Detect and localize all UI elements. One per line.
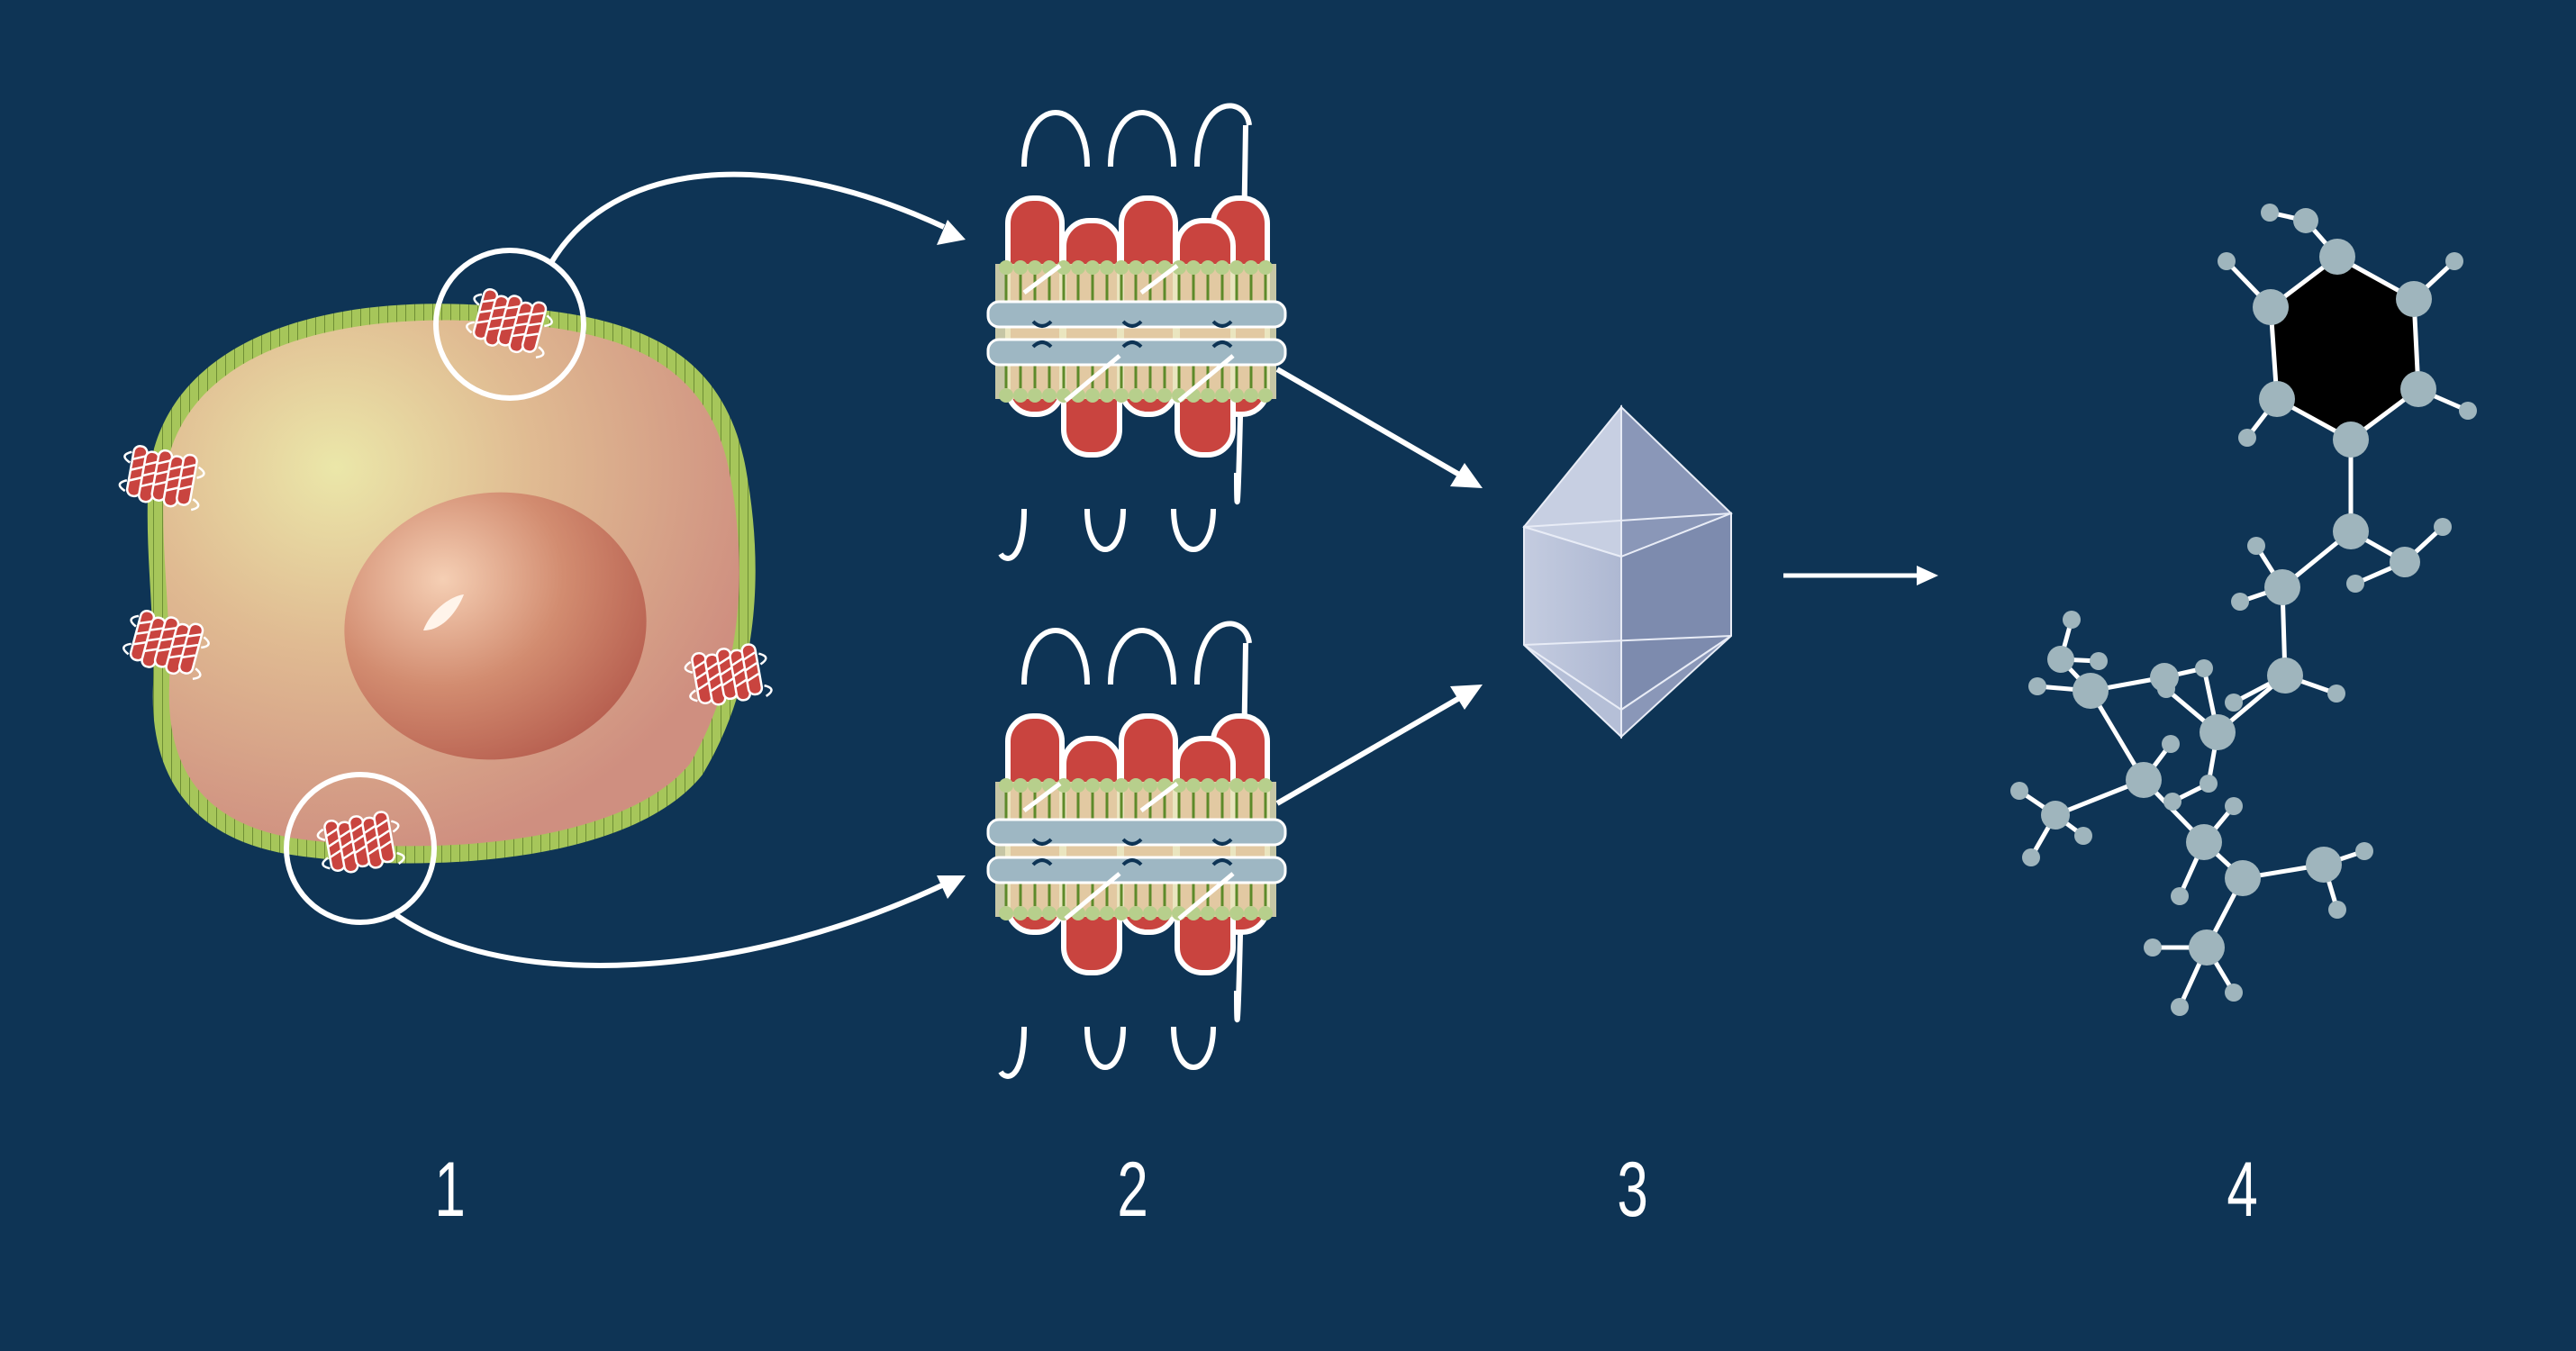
crystal bbox=[1522, 404, 1733, 739]
arrowhead-to-molecule bbox=[1917, 566, 1938, 585]
arrows-step1-to-step2 bbox=[395, 171, 946, 968]
arrowheads-step1 bbox=[937, 220, 966, 899]
arrow-step3-to-step4 bbox=[1783, 566, 1938, 585]
step-label-3: 3 bbox=[1617, 1147, 1649, 1233]
arrowhead-upper-to-crystal bbox=[1450, 463, 1483, 488]
nanodisc-upper bbox=[988, 105, 1285, 558]
receptor-highlight-bottom bbox=[284, 772, 437, 925]
arrow-to-lower-disc bbox=[395, 882, 946, 968]
nucleus bbox=[344, 492, 647, 760]
receptor-highlight-top bbox=[433, 248, 586, 401]
cell bbox=[116, 248, 774, 925]
arrowhead-lower bbox=[937, 875, 966, 899]
molecule bbox=[2010, 204, 2477, 1016]
step-label-4: 4 bbox=[2227, 1147, 2259, 1233]
arrowhead-upper bbox=[937, 220, 966, 245]
nucleus-highlight bbox=[423, 594, 464, 630]
arrow-to-upper-disc bbox=[549, 171, 946, 263]
step-label-2: 2 bbox=[1117, 1147, 1149, 1233]
arrowhead-lower-to-crystal bbox=[1450, 685, 1483, 710]
nanodisc-lower bbox=[988, 623, 1285, 1075]
arrow-lower-to-crystal bbox=[1275, 694, 1463, 806]
molecule-atoms bbox=[2010, 204, 2477, 1016]
arrows-step2-to-step3 bbox=[1275, 367, 1463, 806]
step-label-1: 1 bbox=[434, 1147, 467, 1233]
arrow-upper-to-crystal bbox=[1275, 367, 1463, 478]
